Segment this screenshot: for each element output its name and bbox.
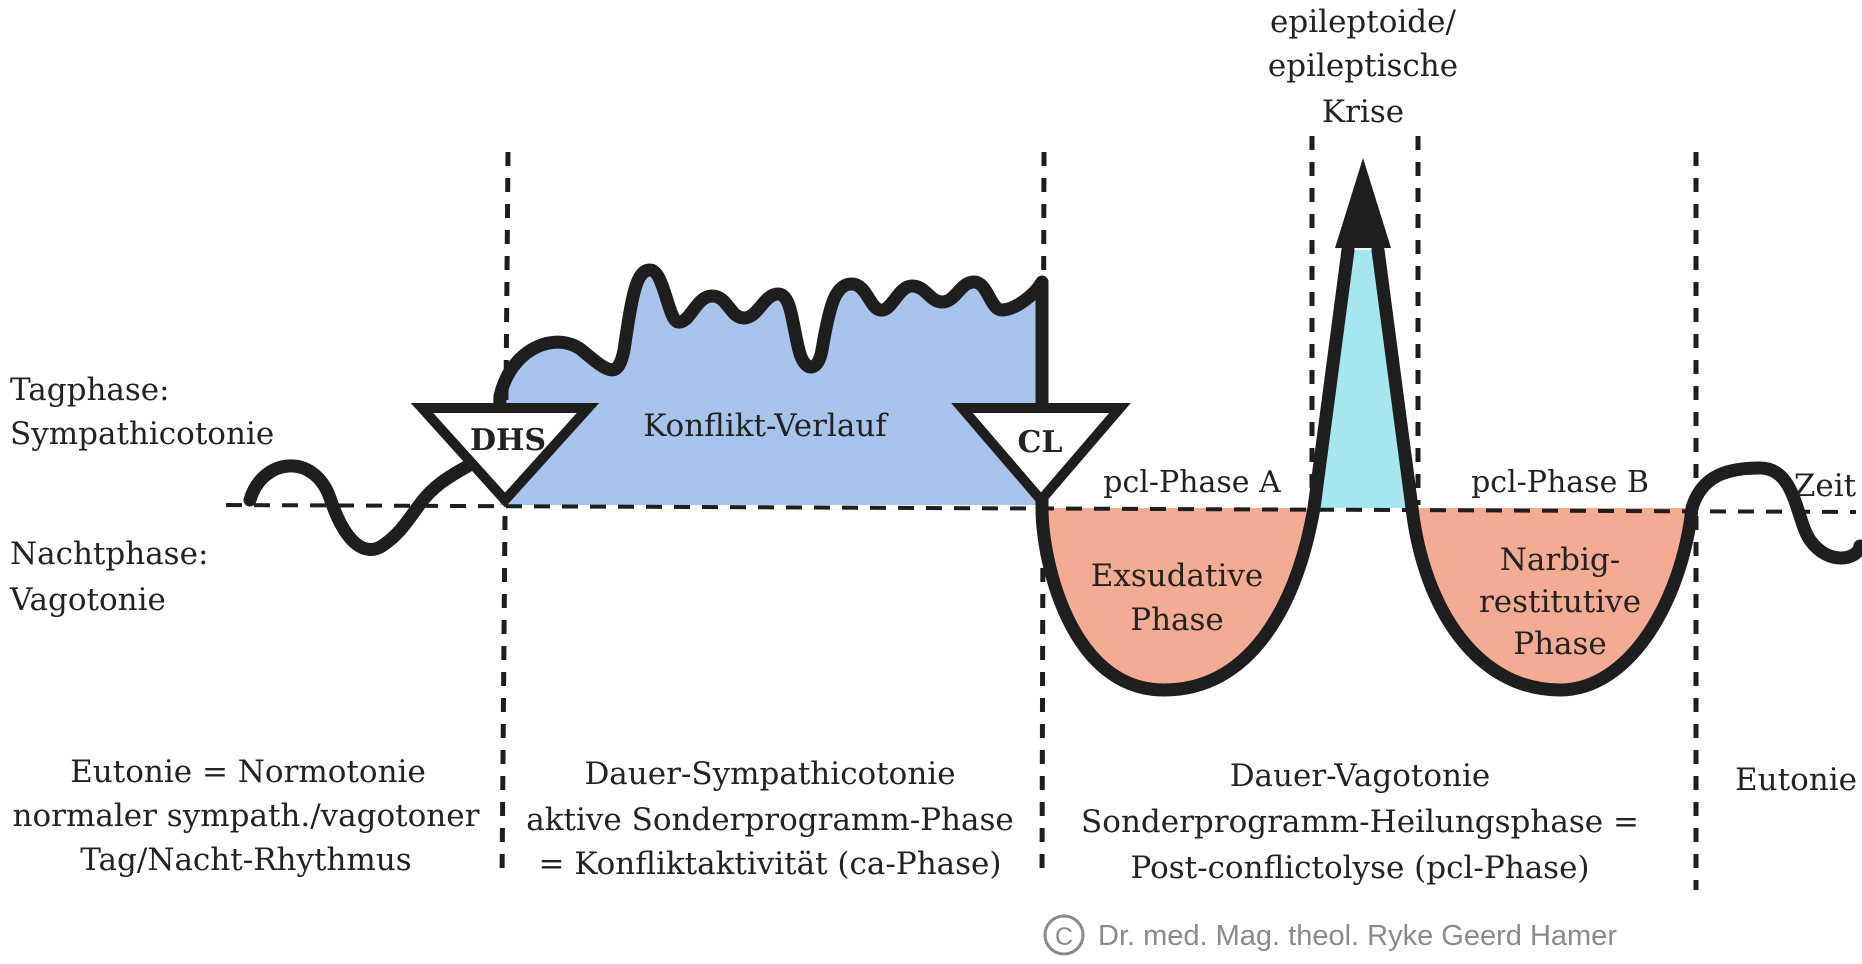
night-phase-vagotonie: Vagotonie [9, 582, 166, 618]
vagotonie-desc-3: Post-conflictolyse (pcl-Phase) [1130, 850, 1589, 886]
narbig-label-1: Narbig- [1500, 542, 1621, 578]
night-phase-label: Nachtphase: [10, 536, 208, 572]
eutonie-desc-3: Tag/Nacht-Rhythmus [80, 842, 411, 878]
conflict-course-label: Konflikt-Verlauf [643, 408, 889, 444]
narbig-label-3: Phase [1513, 626, 1607, 662]
exsudative-label-1: Exsudative [1091, 558, 1264, 594]
pcl-phase-a-label: pcl-Phase A [1103, 465, 1281, 500]
crisis-label-2: epileptische [1268, 48, 1458, 84]
copyright-symbol: C [1055, 923, 1073, 951]
crisis-label-3: Krise [1322, 94, 1404, 130]
dhs-marker: DHS [410, 403, 600, 508]
crisis-arrow-icon [1335, 158, 1391, 248]
day-phase-label: Tagphase: [10, 372, 170, 408]
sympathicotonie-desc-2: aktive Sonderprogramm-Phase [526, 802, 1014, 838]
eutonie-end-desc: Eutonie [1735, 762, 1857, 798]
crisis-label-1: epileptoide/ [1270, 4, 1456, 40]
eutonie-desc-2: normaler sympath./vagotoner [13, 798, 480, 834]
divider-dhs [499, 151, 511, 881]
sympathicotonie-desc-1: Dauer-Sympathicotonie [584, 756, 955, 792]
eutonie-desc-1: Eutonie = Normotonie [70, 754, 426, 790]
pcl-phase-b-label: pcl-Phase B [1471, 465, 1649, 500]
crisis-area [1312, 250, 1412, 508]
copyright-icon [1043, 914, 1085, 956]
time-axis-label: Zeit [1794, 468, 1857, 504]
exsudative-area [1042, 508, 1314, 690]
cl-marker: CL [951, 403, 1131, 508]
dhs-label: DHS [470, 423, 546, 458]
cl-label: CL [1018, 425, 1063, 460]
narbig-area [1410, 508, 1692, 690]
sympathicotonie-desc-3: = Konfliktaktivität (ca-Phase) [538, 846, 1001, 882]
copyright-notice: C Dr. med. Mag. theol. Ryke Geerd Hamer [1043, 914, 1617, 956]
exsudative-label-2: Phase [1130, 602, 1224, 638]
narbig-label-2: restitutive [1479, 584, 1641, 620]
day-phase-sympathicotonie: Sympathicotonie [10, 416, 274, 452]
conflict-area [500, 270, 1042, 505]
vagotonie-desc-1: Dauer-Vagotonie [1230, 758, 1491, 794]
vagotonie-desc-2: Sonderprogramm-Heilungsphase = [1081, 804, 1639, 840]
copyright-text: Dr. med. Mag. theol. Ryke Geerd Hamer [1098, 920, 1617, 952]
